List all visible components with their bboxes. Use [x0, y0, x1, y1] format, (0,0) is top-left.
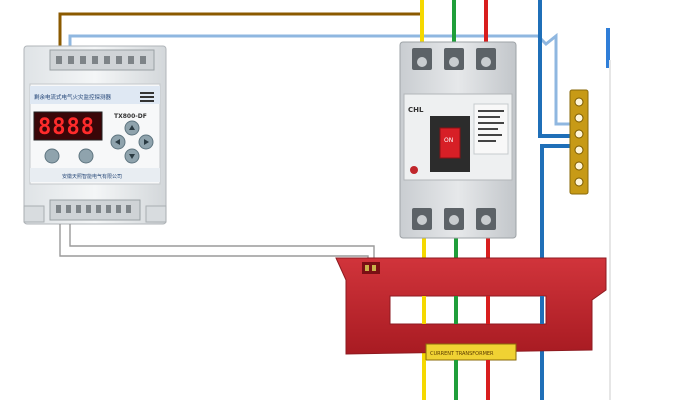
- monitor-model: TX800-DF: [114, 113, 147, 120]
- ct-nameplate: [425, 343, 517, 361]
- current-transformer: CURRENT TRANSFORMER: [335, 257, 607, 361]
- breaker-switch-handle[interactable]: [439, 127, 461, 159]
- breaker-switch-label: ON: [444, 137, 453, 144]
- monitor-title-band: [30, 86, 160, 104]
- monitor-button-mid[interactable]: [78, 148, 94, 164]
- ct-signal-wire-1: [59, 224, 369, 266]
- monitor-display-digits: 8888: [38, 115, 95, 140]
- monitor-display: [33, 111, 103, 141]
- circuit-breaker: CHL ON: [399, 41, 517, 239]
- monitor-buttons: [44, 120, 154, 164]
- monitor-top-terminals: [49, 49, 155, 71]
- breaker-indicator-lamp: [410, 166, 418, 174]
- monitor-maker-band: [30, 168, 160, 182]
- neutral-top: [538, 0, 572, 138]
- neutral-terminal-block: [569, 89, 589, 195]
- ct-window: [389, 295, 547, 325]
- brown-supply-wire: [58, 12, 420, 50]
- fire-monitor-device: 剩余电流式电气火灾监控探测器 TX800-DF 8888 安徽天照智能电气有限公…: [23, 45, 167, 225]
- monitor-title: 剩余电流式电气火灾监控探测器: [34, 93, 112, 101]
- ct-signal-wire-2: [69, 224, 375, 266]
- monitor-maker: 安徽天照智能电气有限公司: [62, 173, 122, 180]
- monitor-button-left[interactable]: [44, 148, 60, 164]
- ct-nameplate-text: CURRENT TRANSFORMER: [430, 351, 494, 357]
- breaker-brand: CHL: [408, 106, 424, 114]
- monitor-logo-icon: [140, 92, 154, 102]
- ct-terminal: [362, 262, 380, 274]
- blue-supply-wire: [68, 32, 572, 126]
- right-edge-strip: [606, 28, 610, 68]
